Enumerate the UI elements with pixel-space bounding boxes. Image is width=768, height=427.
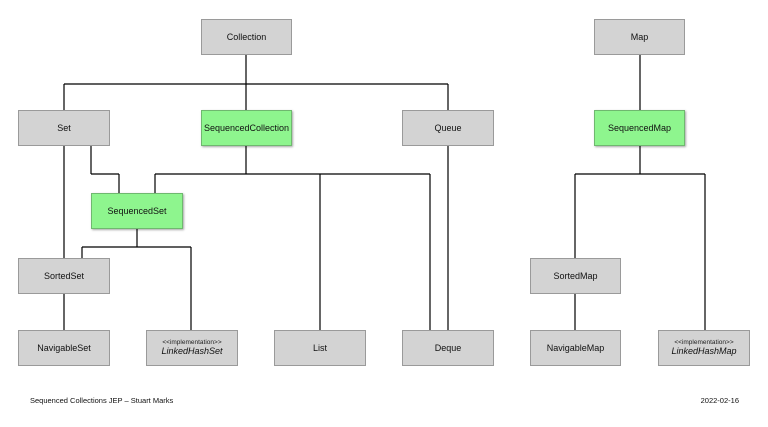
node-label: NavigableMap bbox=[546, 343, 605, 353]
node-label: Set bbox=[57, 123, 71, 133]
node-linked-hash-set: <<implementation>> LinkedHashSet bbox=[146, 330, 238, 366]
node-sorted-set: SortedSet bbox=[18, 258, 110, 294]
node-sorted-map: SortedMap bbox=[530, 258, 621, 294]
node-linked-hash-map: <<implementation>> LinkedHashMap bbox=[658, 330, 750, 366]
node-map: Map bbox=[594, 19, 685, 55]
stereotype-label: <<implementation>> bbox=[162, 339, 222, 347]
node-label: Collection bbox=[226, 32, 267, 42]
node-navigable-map: NavigableMap bbox=[530, 330, 621, 366]
node-label: SortedMap bbox=[553, 271, 598, 281]
node-label: SequencedSet bbox=[107, 206, 167, 216]
stereotype-label: <<implementation>> bbox=[674, 339, 734, 347]
node-set: Set bbox=[18, 110, 110, 146]
node-navigable-set: NavigableSet bbox=[18, 330, 110, 366]
node-label: SequencedCollection bbox=[203, 123, 290, 133]
node-label: Map bbox=[630, 32, 649, 42]
node-label: Deque bbox=[434, 343, 462, 353]
footer-credit: Sequenced Collections JEP – Stuart Marks bbox=[30, 396, 174, 405]
node-label: Queue bbox=[434, 123, 462, 133]
node-collection: Collection bbox=[201, 19, 292, 55]
node-list: List bbox=[274, 330, 366, 366]
node-label: NavigableSet bbox=[37, 343, 91, 353]
node-label: SortedSet bbox=[43, 271, 85, 281]
node-label: LinkedHashMap bbox=[671, 346, 737, 357]
node-label: List bbox=[312, 343, 327, 353]
node-sequenced-set: SequencedSet bbox=[91, 193, 183, 229]
footer-date: 2022-02-16 bbox=[700, 396, 739, 405]
node-sequenced-collection: SequencedCollection bbox=[201, 110, 292, 146]
node-deque: Deque bbox=[402, 330, 494, 366]
node-label: SequencedMap bbox=[607, 123, 672, 133]
node-label: LinkedHashSet bbox=[161, 346, 223, 357]
node-sequenced-map: SequencedMap bbox=[594, 110, 685, 146]
node-queue: Queue bbox=[402, 110, 494, 146]
